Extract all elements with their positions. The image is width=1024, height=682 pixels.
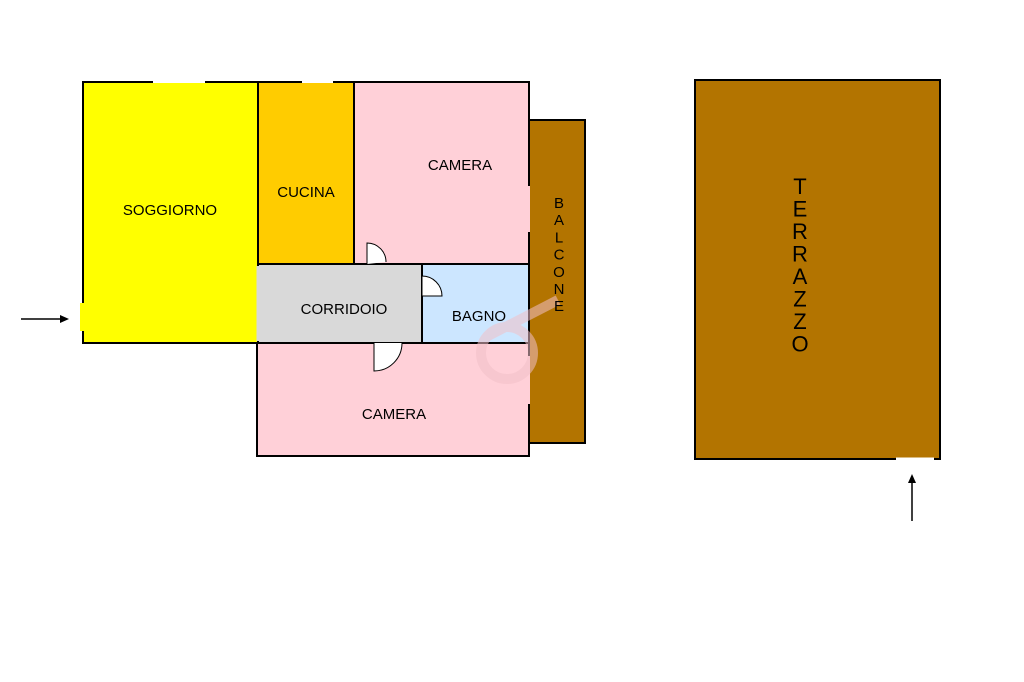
door-bagno bbox=[421, 275, 443, 297]
terrazzo-letter: O bbox=[791, 332, 808, 357]
door-camera-bottom bbox=[373, 342, 403, 372]
balcone-letter: O bbox=[553, 264, 565, 281]
balcone-letter: N bbox=[554, 281, 565, 298]
entrance-opening bbox=[80, 303, 86, 331]
room-terrazzo[interactable] bbox=[694, 79, 941, 460]
balcone-letter: L bbox=[555, 229, 563, 246]
balcone-letter: B bbox=[554, 195, 564, 212]
entrance-arrow-left bbox=[21, 315, 69, 323]
terrazzo-letter: A bbox=[793, 264, 808, 289]
terrazzo-letter: T bbox=[793, 174, 806, 199]
room-balcone[interactable] bbox=[528, 119, 586, 444]
balcone-letter: C bbox=[554, 247, 565, 264]
terrazzo-letter: E bbox=[793, 197, 808, 222]
terrazzo-letter: R bbox=[792, 219, 808, 244]
watermark-logo bbox=[476, 295, 561, 384]
terrazzo-letter: Z bbox=[793, 287, 806, 312]
entrance-arrow-up bbox=[908, 474, 916, 521]
balcone-letter: E bbox=[554, 298, 564, 315]
balcone-letter: A bbox=[554, 212, 564, 229]
room-soggiorno[interactable] bbox=[82, 81, 259, 344]
label-cucina: CUCINA bbox=[277, 184, 335, 201]
label-bagno: BAGNO bbox=[452, 308, 506, 325]
label-camera-top: CAMERA bbox=[428, 157, 492, 174]
room-camera-top[interactable] bbox=[353, 81, 530, 265]
room-cucina[interactable] bbox=[257, 81, 355, 265]
terrazzo-letter: R bbox=[792, 242, 808, 267]
terrazzo-letter: Z bbox=[793, 309, 806, 334]
label-corridoio: CORRIDOIO bbox=[301, 301, 388, 318]
label-camera-bottom: CAMERA bbox=[362, 406, 426, 423]
door-camera-top bbox=[366, 242, 387, 264]
label-soggiorno: SOGGIORNO bbox=[123, 202, 217, 219]
